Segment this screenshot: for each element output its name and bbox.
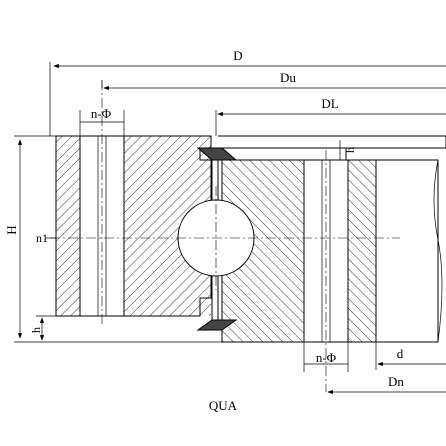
label-Du: Du: [280, 70, 296, 85]
dimension-Du: [101, 80, 446, 91]
label-n1: n1: [36, 231, 48, 245]
figure-caption: QUA: [208, 398, 238, 413]
dimension-d: [375, 342, 446, 370]
inner-ring-gear: [221, 159, 443, 343]
dimension-D: [49, 62, 446, 136]
dimension-DL: [215, 110, 446, 136]
label-D: D: [233, 48, 242, 63]
dimension-n-phi-top: [79, 110, 125, 136]
label-n-phi-bottom: n-Φ: [316, 350, 337, 365]
dimension-h-bottom: [36, 315, 56, 341]
label-d: d: [397, 346, 404, 361]
bottom-seal: [196, 319, 238, 331]
label-h-bottom: h: [29, 327, 43, 333]
label-Dn: Dn: [388, 374, 404, 389]
label-n-phi-top: n-Φ: [91, 106, 112, 121]
inner-ring-flange: [218, 135, 446, 160]
label-DL: DL: [321, 96, 338, 111]
label-h-top: h: [343, 147, 357, 153]
dimension-H: [14, 135, 222, 343]
top-seal: [196, 147, 238, 161]
dimension-n-phi-bottom: [303, 342, 349, 372]
label-H: H: [4, 225, 19, 234]
